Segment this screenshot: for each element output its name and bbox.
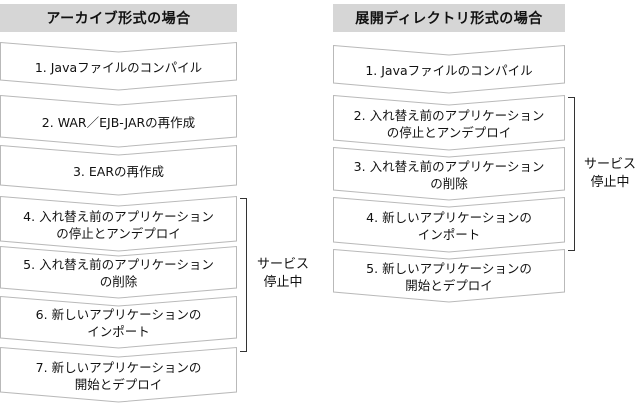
step-label: 3. EARの再作成 <box>72 163 165 179</box>
step-chevron <box>0 41 237 91</box>
step-chevron <box>333 44 565 94</box>
step-label: 2. 入れ替え前のアプリケーション の停止とアンデプロイ <box>353 107 545 140</box>
step-chevron-shape <box>333 196 565 253</box>
step-label: 4. 新しいアプリケーションの インポート <box>366 209 532 242</box>
archive-format-title: アーカイブ形式の場合 <box>0 4 237 32</box>
step-label: 5. 入れ替え前のアプリケーション の削除 <box>23 257 214 289</box>
step-chevron-shape <box>0 195 237 252</box>
step-chevron <box>0 346 237 403</box>
process-step: 1. Javaファイルのコンパイル <box>333 44 565 94</box>
step-chevron-shape <box>333 94 565 151</box>
step-chevron-shape <box>0 245 237 299</box>
process-step: 4. 入れ替え前のアプリケーション の停止とアンデプロイ <box>0 195 237 252</box>
step-chevron-shape <box>0 144 237 196</box>
step-chevron <box>333 196 565 253</box>
step-chevron <box>333 248 565 303</box>
process-step: 6. 新しいアプリケーションの インポート <box>0 295 237 349</box>
step-chevron-shape <box>0 346 237 403</box>
step-label: 7. 新しいアプリケーションの 開始とデプロイ <box>35 359 202 392</box>
process-step: 3. EARの再作成 <box>0 144 237 196</box>
step-chevron <box>0 195 237 252</box>
step-chevron <box>0 295 237 349</box>
process-step: 2. 入れ替え前のアプリケーション の停止とアンデプロイ <box>333 94 565 151</box>
expanded-directory-title: 展開ディレクトリ形式の場合 <box>333 4 565 32</box>
step-chevron <box>0 245 237 299</box>
step-label: 4. 入れ替え前のアプリケーション の停止とアンデプロイ <box>23 208 214 241</box>
step-label: 5. 新しいアプリケーションの 開始とデプロイ <box>366 260 532 293</box>
step-label: 3. 入れ替え前のアプリケーション の削除 <box>353 158 545 191</box>
process-step: 7. 新しいアプリケーションの 開始とデプロイ <box>0 346 237 403</box>
service-stopped-label: サービス 停止中 <box>256 257 309 290</box>
process-step: 2. WAR／EJB-JARの再作成 <box>0 94 237 148</box>
step-label: 2. WAR／EJB-JARの再作成 <box>41 114 196 130</box>
step-label: 1. Javaファイルのコンパイル <box>34 59 203 75</box>
step-chevron-shape <box>0 41 237 91</box>
process-step: 1. Javaファイルのコンパイル <box>0 41 237 91</box>
step-label: 1. Javaファイルのコンパイル <box>365 62 533 78</box>
archive-format-steps: 1. Javaファイルのコンパイル 2. WAR／EJB-JARの再作成 3. EA… <box>0 0 245 404</box>
step-chevron <box>0 94 237 148</box>
step-chevron-shape <box>333 248 565 303</box>
process-step: 5. 入れ替え前のアプリケーション の削除 <box>0 245 237 299</box>
step-chevron-shape <box>333 44 565 94</box>
process-step: 5. 新しいアプリケーションの 開始とデプロイ <box>333 248 565 303</box>
step-chevron <box>333 94 565 151</box>
step-chevron <box>0 144 237 196</box>
process-step: 3. 入れ替え前のアプリケーション の削除 <box>333 146 565 201</box>
service-stopped-bracket <box>568 97 575 251</box>
process-step: 4. 新しいアプリケーションの インポート <box>333 196 565 253</box>
step-chevron-shape <box>0 94 237 148</box>
expanded-directory-steps: 1. Javaファイルのコンパイル 2. 入れ替え前のアプリケーション の停止とア… <box>333 0 573 404</box>
step-chevron <box>333 146 565 201</box>
step-label: 6. 新しいアプリケーションの インポート <box>35 307 202 339</box>
step-chevron-shape <box>333 146 565 201</box>
service-stopped-bracket <box>240 198 247 352</box>
step-chevron-shape <box>0 295 237 349</box>
service-stopped-label: サービス 停止中 <box>583 157 636 190</box>
